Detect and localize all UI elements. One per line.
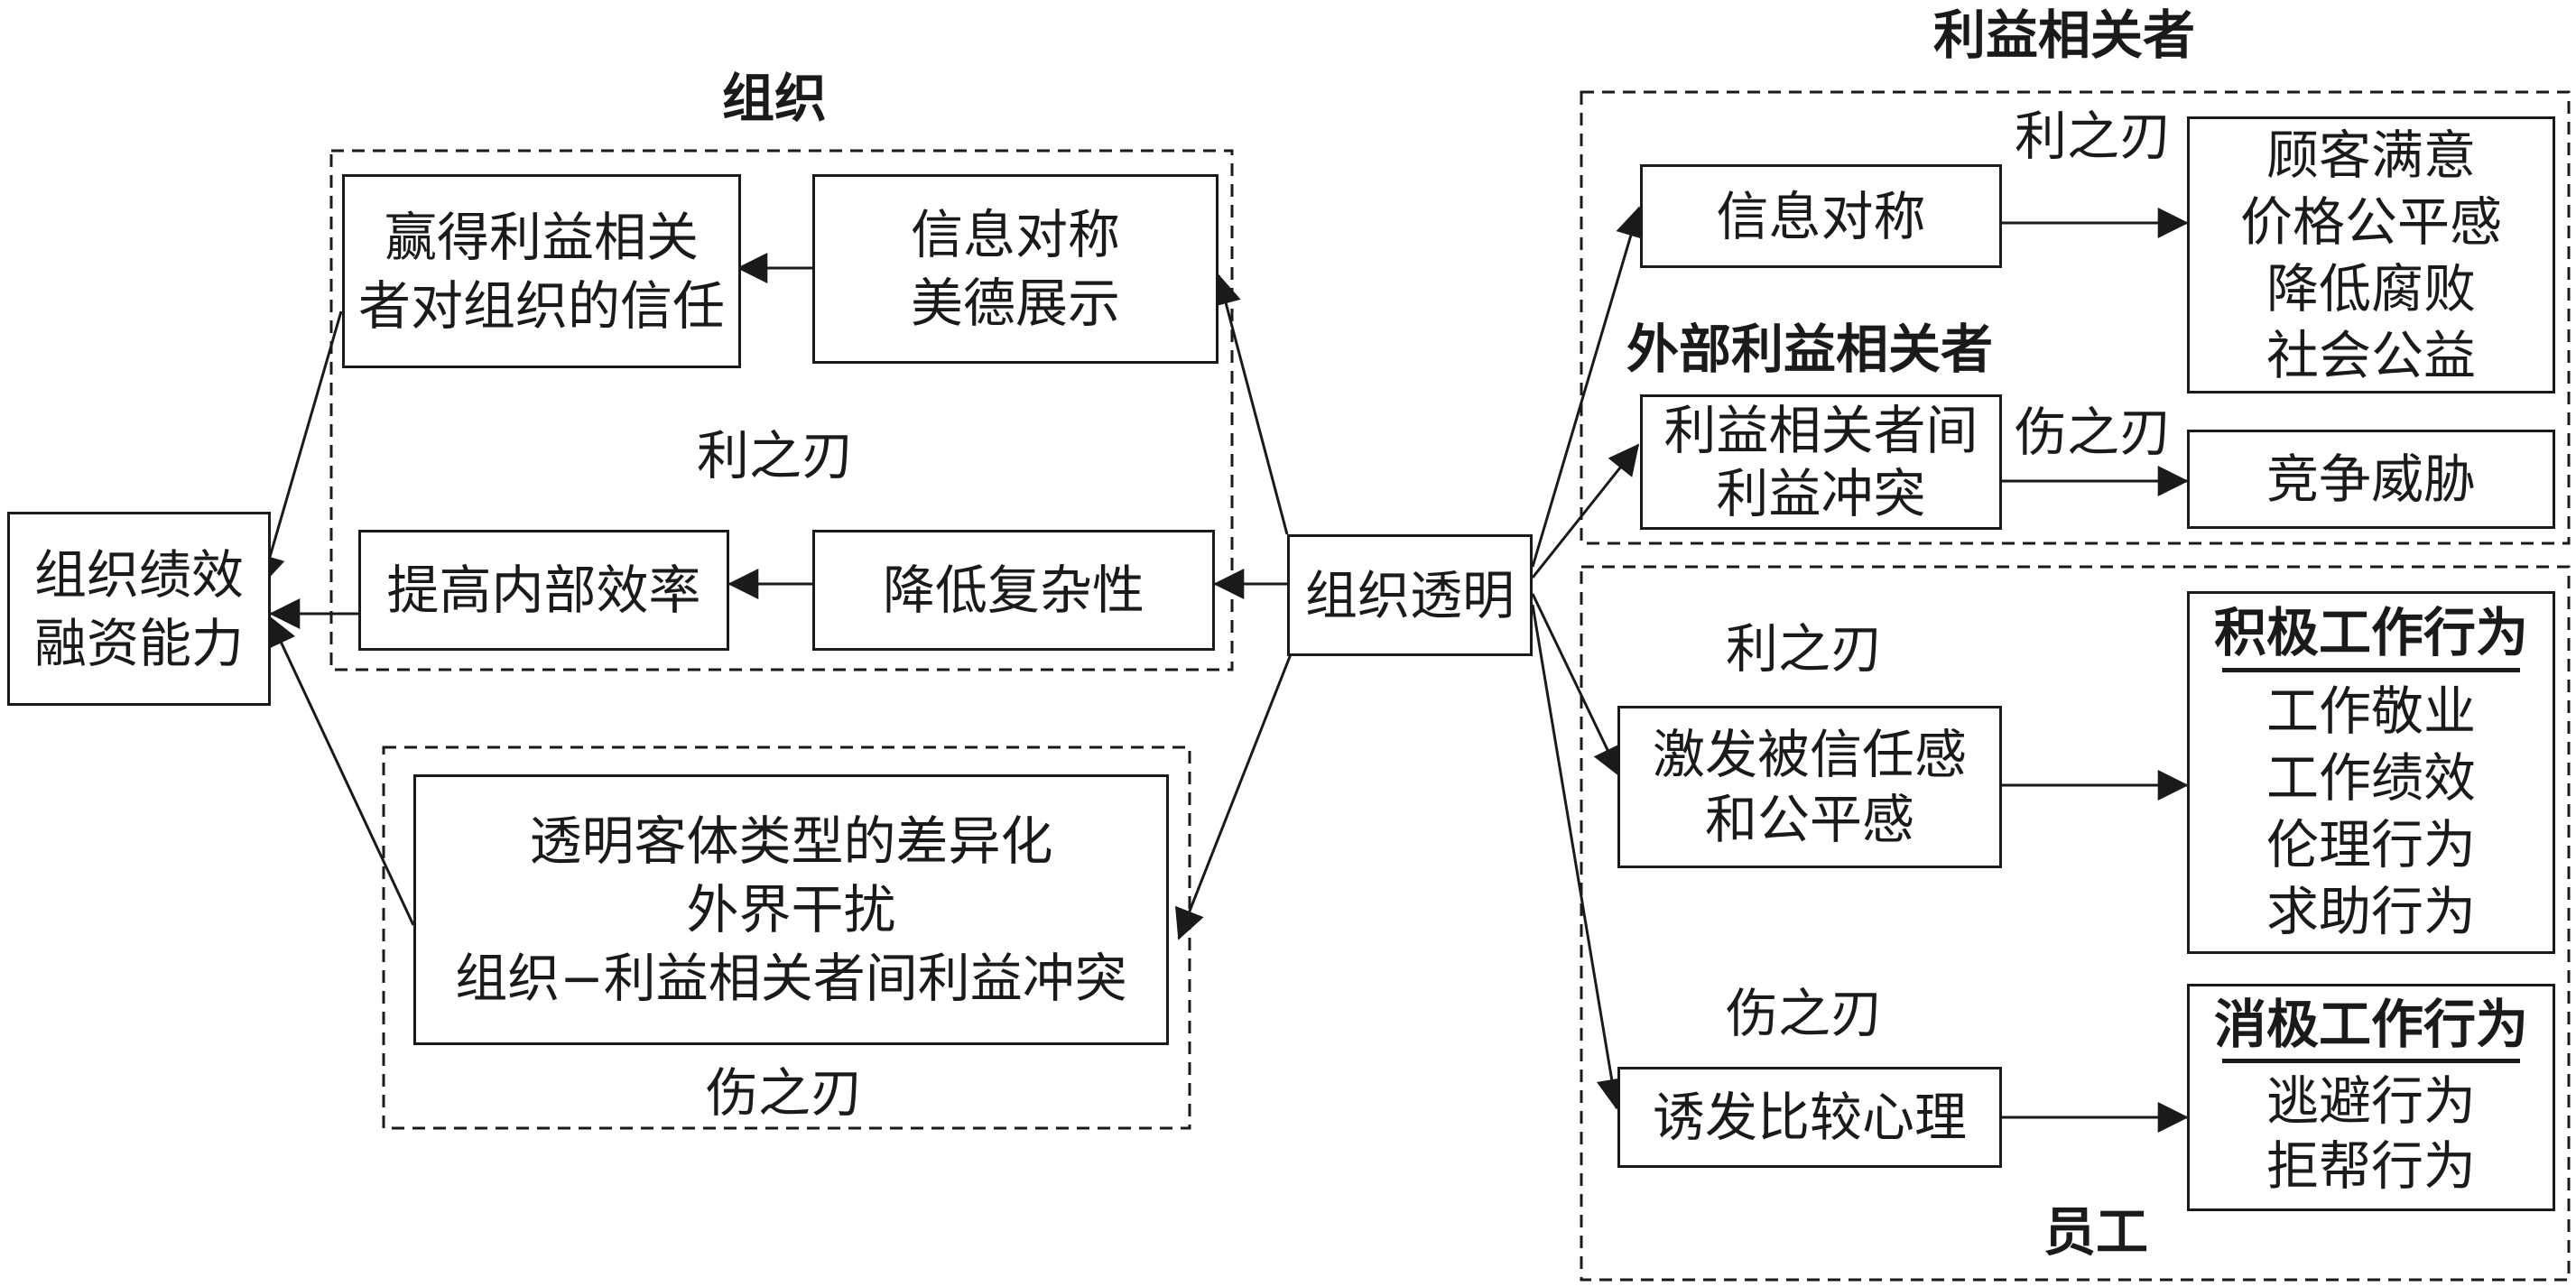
negative-behavior-rule	[2222, 1059, 2520, 1063]
employees-header: 员工	[2043, 1201, 2149, 1263]
win-trust-line-1: 赢得利益相关	[384, 206, 699, 268]
negative-behavior-box: 消极工作行为 逃避行为 拒帮行为	[2187, 984, 2555, 1211]
organization-header: 组织	[722, 68, 828, 129]
positive-behavior-rule	[2222, 668, 2520, 672]
info-virtue-box: 信息对称 美德展示	[812, 174, 1219, 364]
negative-behavior-title: 消极工作行为	[2213, 994, 2528, 1055]
external-stakeholders-header: 外部利益相关者	[1626, 319, 1994, 380]
social-comparison-text: 诱发比较心理	[1652, 1087, 1967, 1148]
reduce-complexity-box: 降低复杂性	[812, 530, 1215, 651]
info-virtue-line-1: 信息对称	[910, 204, 1120, 265]
negative-behavior-item-1: 逃避行为	[2266, 1070, 2476, 1132]
info-symmetry-text: 信息对称	[1716, 185, 1926, 247]
reduce-complexity-text: 降低复杂性	[882, 560, 1144, 621]
customer-outcome-1: 顾客满意	[2266, 124, 2476, 186]
trust-fairness-line-2: 和公平感	[1704, 789, 1914, 850]
info-symmetry-box: 信息对称	[1640, 164, 2002, 268]
customer-outcome-3: 降低腐败	[2266, 257, 2476, 319]
harm-factors-box: 透明客体类型的差异化 外界干扰 组织−利益相关者间利益冲突	[413, 774, 1169, 1045]
positive-behavior-item-2: 工作绩效	[2266, 747, 2476, 809]
harm-factor-3: 组织−利益相关者间利益冲突	[455, 948, 1127, 1009]
org-benefit-label: 利之刃	[697, 425, 855, 486]
competition-harm-label: 伤之刃	[2015, 402, 2173, 463]
social-comparison-box: 诱发比较心理	[1617, 1067, 2002, 1168]
arrow-transparency-to-harm-factors	[1175, 653, 1293, 940]
win-trust-line-2: 者对组织的信任	[357, 274, 725, 337]
org-performance-line-2: 融资能力	[33, 612, 244, 674]
customer-benefit-label: 利之刃	[2015, 106, 2173, 167]
positive-behavior-item-1: 工作敬业	[2266, 681, 2476, 742]
org-transparency-text: 组织透明	[1304, 564, 1515, 626]
org-harm-label: 伤之刃	[706, 1062, 864, 1124]
stakeholder-conflict-box: 利益相关者间 利益冲突	[1640, 394, 2002, 530]
trust-fairness-line-1: 激发被信任感	[1652, 724, 1967, 785]
harm-factor-1: 透明客体类型的差异化	[529, 810, 1053, 872]
organization-group	[329, 149, 1234, 671]
employee-harm-label: 伤之刃	[1726, 983, 1884, 1044]
org-performance-line-1: 组织绩效	[33, 543, 244, 606]
negative-behavior-item-2: 拒帮行为	[2266, 1135, 2476, 1197]
arrow-transparency-to-trust-fairness	[1531, 593, 1622, 778]
internal-efficiency-text: 提高内部效率	[386, 560, 701, 621]
stakeholder-conflict-line-1: 利益相关者间	[1663, 400, 1978, 461]
arrow-trust-to-performance	[255, 310, 343, 587]
positive-behavior-item-3: 伦理行为	[2266, 814, 2476, 875]
arrow-transparency-to-social-comparison	[1531, 604, 1627, 1110]
trust-fairness-box: 激发被信任感 和公平感	[1617, 706, 2002, 868]
arrow-transparency-to-info-virtue	[1210, 273, 1289, 535]
positive-behavior-item-4: 求助行为	[2266, 881, 2476, 942]
internal-efficiency-box: 提高内部效率	[358, 530, 729, 651]
customer-outcomes-box: 顾客满意 价格公平感 降低腐败 社会公益	[2187, 116, 2555, 394]
customer-outcome-4: 社会公益	[2266, 324, 2476, 386]
org-transparency-box: 组织透明	[1287, 534, 1533, 656]
competition-threat-box: 竞争威胁	[2187, 430, 2555, 529]
customer-outcome-2: 价格公平感	[2239, 190, 2502, 253]
org-performance-box: 组织绩效 融资能力	[7, 512, 271, 706]
harm-factor-2: 外界干扰	[686, 879, 896, 940]
arrow-transparency-to-info-symmetry	[1531, 206, 1646, 568]
stakeholders-header: 利益相关者	[1933, 5, 2196, 66]
stakeholder-conflict-line-2: 利益冲突	[1716, 463, 1926, 524]
employee-benefit-label: 利之刃	[1726, 618, 1884, 680]
info-virtue-line-2: 美德展示	[910, 273, 1120, 334]
arrow-harm-factors-to-performance	[267, 615, 415, 926]
arrow-transparency-to-stakeholder-conflict	[1531, 443, 1640, 579]
external-stakeholder-group	[1580, 90, 2571, 545]
competition-threat-text: 竞争威胁	[2266, 449, 2476, 510]
win-trust-box: 赢得利益相关 者对组织的信任	[342, 174, 741, 368]
positive-behavior-title: 积极工作行为	[2213, 602, 2528, 663]
positive-behavior-box: 积极工作行为 工作敬业 工作绩效 伦理行为 求助行为	[2187, 591, 2555, 954]
